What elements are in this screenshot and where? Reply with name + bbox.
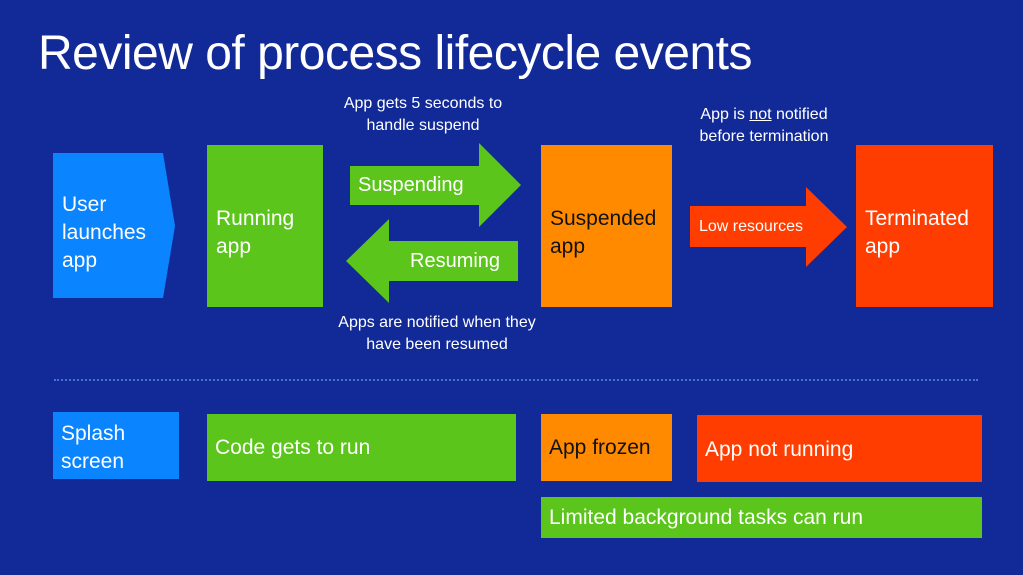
- launch-label: User launches app: [62, 193, 147, 272]
- suspended-shape: [541, 145, 672, 307]
- code-runs-phase: Code gets to run: [207, 414, 516, 481]
- terminated-label: Terminated app: [865, 207, 969, 258]
- suspending-arrow: [350, 143, 521, 227]
- low-resources-label: Low resources: [699, 218, 804, 235]
- suspend-time-note: App gets 5 seconds to handle suspend: [343, 95, 503, 134]
- launch-shape: [53, 153, 175, 298]
- termination-note-prefix: App is: [700, 106, 750, 123]
- slide-title: Review of process lifecycle events: [38, 27, 752, 80]
- not-running-phase: App not running: [697, 415, 982, 482]
- termination-note-suffix: notified before termination: [699, 106, 829, 145]
- suspended-label: Suspended app: [550, 207, 657, 258]
- resuming-label: Resuming: [410, 250, 501, 272]
- suspending-label: Suspending: [358, 174, 464, 196]
- termination-note-emphasis: not: [749, 106, 772, 123]
- termination-note: App is not notified before termination: [684, 104, 844, 148]
- frozen-label: App frozen: [549, 436, 651, 459]
- splash-phase: Splash screen: [53, 412, 179, 479]
- terminated-shape: [856, 145, 993, 307]
- resuming-arrow: [346, 219, 518, 303]
- running-shape: [207, 145, 323, 307]
- code-runs-label: Code gets to run: [215, 436, 371, 459]
- background-tasks-phase: Limited background tasks can run: [541, 497, 982, 538]
- low-resources-arrow: [690, 187, 847, 267]
- frozen-phase: App frozen: [541, 414, 672, 481]
- section-divider: [54, 379, 978, 381]
- background-tasks-label: Limited background tasks can run: [549, 506, 864, 529]
- not-running-label: App not running: [705, 438, 854, 461]
- resume-notice-note: Apps are notified when they have been re…: [338, 314, 536, 353]
- running-label: Running app: [216, 207, 295, 258]
